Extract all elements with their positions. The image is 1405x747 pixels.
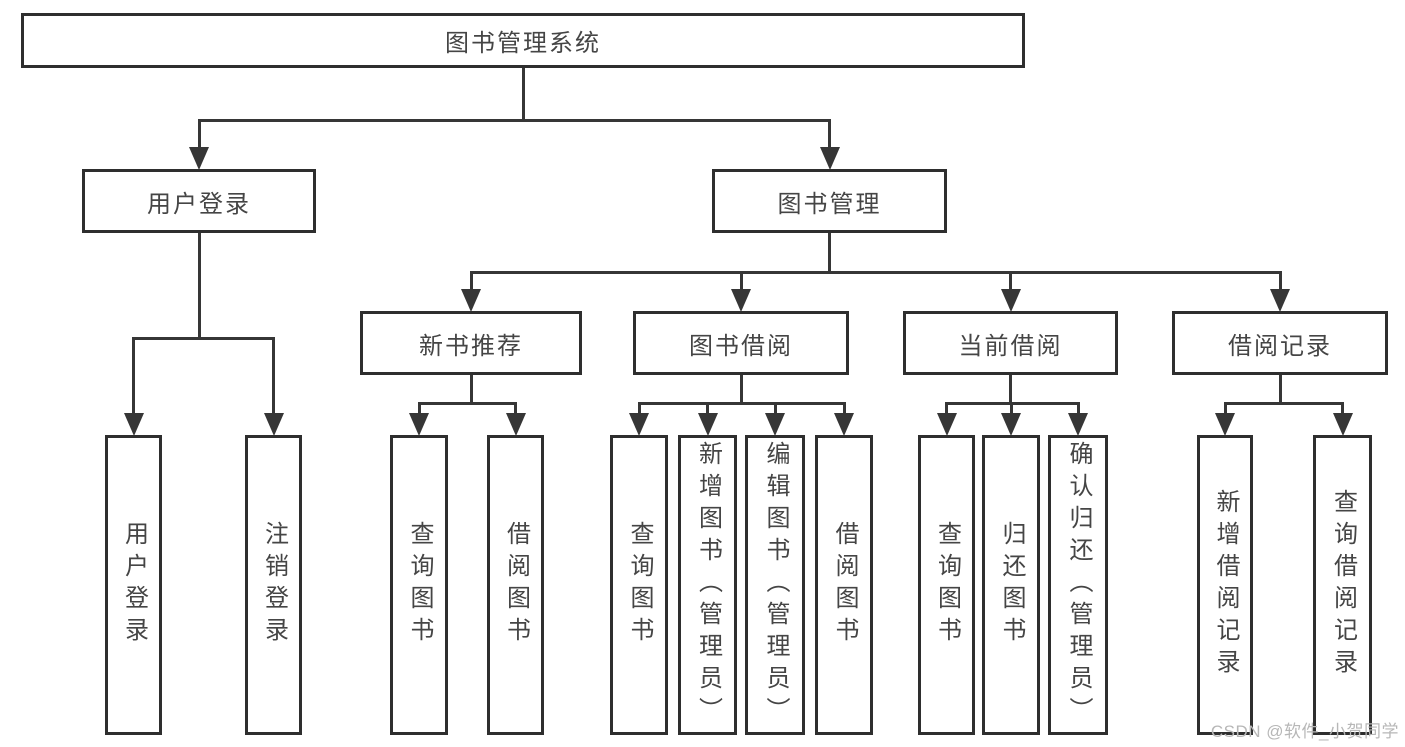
down-arrowhead-leaf-current-query: [936, 413, 957, 436]
node-label-borrowing-records: 借阅记录: [1228, 332, 1332, 360]
node-leaf-current-return: 归还图书: [982, 435, 1040, 735]
node-label-new-book-recommend: 新书推荐: [419, 332, 523, 360]
down-arrowhead-leaf-borrowing-query: [629, 413, 649, 436]
down-arrowhead-new-book-recommend: [461, 289, 481, 312]
node-leaf-recommend-borrow: 借阅图书: [487, 435, 544, 735]
node-label-book-borrowing: 图书借阅: [689, 332, 793, 360]
connector-drop-new-book-recommend: [469, 271, 473, 297]
connector-drop-leaf-borrowing-query: [637, 402, 641, 421]
node-label-leaf-borrowing-add: 新增图书（管理员）: [694, 441, 722, 729]
node-label-leaf-recommend-query: 查询图书: [406, 521, 433, 649]
connector-rail-new-book-recommend: [417, 402, 517, 405]
node-current-borrowing: 当前借阅: [903, 311, 1118, 375]
connector-rail-book-management: [469, 271, 1282, 274]
connector-drop-leaf-current-confirm: [1076, 402, 1080, 421]
node-label-leaf-current-confirm: 确认归还（管理员）: [1065, 441, 1092, 729]
connector-stem-borrowing-records: [1278, 375, 1282, 405]
down-arrowhead-leaf-borrowing-edit: [765, 413, 785, 436]
connector-stem-book-management: [828, 233, 831, 274]
node-book-borrowing: 图书借阅: [633, 311, 849, 375]
node-borrowing-records: 借阅记录: [1172, 311, 1388, 375]
connector-drop-leaf-borrowing-borrow: [842, 402, 846, 421]
connector-drop-leaf-records-add: [1223, 402, 1227, 421]
connector-drop-book-borrowing: [739, 271, 743, 297]
connector-drop-leaf-records-query: [1341, 402, 1344, 421]
down-arrowhead-current-borrowing: [1000, 289, 1021, 312]
connector-stem-book-borrowing: [739, 375, 743, 405]
down-arrowhead-leaf-current-confirm: [1068, 413, 1088, 436]
node-leaf-borrowing-edit: 编辑图书（管理员）: [745, 435, 805, 735]
down-arrowhead-leaf-records-query: [1332, 413, 1353, 436]
connector-rail-user-login: [132, 337, 275, 340]
connector-rail-borrowing-records: [1223, 402, 1344, 405]
connector-stem-current-borrowing: [1009, 375, 1012, 405]
down-arrowhead-leaf-user-login: [123, 413, 144, 436]
node-label-leaf-records-query: 查询借阅记录: [1329, 489, 1357, 681]
down-arrowhead-leaf-logout-login: [263, 413, 284, 436]
node-label-leaf-borrowing-borrow: 借阅图书: [831, 521, 858, 649]
node-leaf-borrowing-borrow: 借阅图书: [815, 435, 873, 735]
connector-drop-leaf-user-login: [132, 337, 135, 421]
connector-drop-leaf-current-return: [1009, 402, 1013, 421]
node-label-leaf-logout-login: 注销登录: [260, 521, 288, 649]
node-user-login: 用户登录: [82, 169, 316, 233]
node-label-book-management: 图书管理: [777, 190, 882, 218]
node-leaf-records-query: 查询借阅记录: [1313, 435, 1372, 735]
node-leaf-logout-login: 注销登录: [245, 435, 302, 735]
node-leaf-borrowing-query: 查询图书: [610, 435, 668, 735]
connector-drop-leaf-recommend-borrow: [514, 402, 517, 421]
node-system: 图书管理系统: [21, 13, 1025, 68]
node-label-leaf-recommend-borrow: 借阅图书: [502, 521, 530, 649]
connector-drop-leaf-borrowing-add: [706, 402, 709, 421]
connector-drop-borrowing-records: [1278, 271, 1282, 297]
down-arrowhead-borrowing-records: [1270, 289, 1290, 312]
node-label-system: 图书管理系统: [445, 30, 601, 57]
node-leaf-borrowing-add: 新增图书（管理员）: [678, 435, 737, 735]
down-arrowhead-book-management: [819, 147, 840, 170]
node-label-leaf-borrowing-query: 查询图书: [626, 521, 653, 649]
node-book-management: 图书管理: [712, 169, 947, 233]
connector-drop-current-borrowing: [1009, 271, 1012, 297]
csdn-watermark: CSDN @软件_小贺同学: [1210, 722, 1399, 741]
down-arrowhead-leaf-borrowing-add: [697, 413, 718, 436]
connector-rail-book-borrowing: [637, 402, 846, 405]
connector-stem-user-login: [197, 233, 201, 340]
connector-stem-new-book-recommend: [469, 375, 473, 405]
node-label-user-login: 用户登录: [147, 190, 251, 218]
node-leaf-user-login: 用户登录: [105, 435, 162, 735]
node-leaf-current-confirm: 确认归还（管理员）: [1048, 435, 1108, 735]
down-arrowhead-book-borrowing: [731, 289, 751, 312]
node-label-leaf-borrowing-edit: 编辑图书（管理员）: [762, 441, 789, 729]
connector-stem-system: [521, 68, 525, 122]
node-label-leaf-user-login: 用户登录: [120, 521, 148, 649]
node-new-book-recommend: 新书推荐: [360, 311, 582, 375]
node-label-leaf-current-return: 归还图书: [998, 521, 1025, 649]
connector-rail-system: [197, 119, 831, 122]
down-arrowhead-leaf-recommend-borrow: [505, 413, 526, 436]
down-arrowhead-leaf-current-return: [1001, 413, 1021, 436]
connector-drop-book-management: [828, 119, 831, 155]
node-label-leaf-current-query: 查询图书: [933, 521, 961, 649]
node-label-leaf-records-add: 新增借阅记录: [1212, 489, 1239, 681]
node-label-current-borrowing: 当前借阅: [958, 332, 1063, 360]
connector-drop-leaf-recommend-query: [417, 402, 421, 421]
down-arrowhead-leaf-recommend-query: [409, 413, 429, 436]
connector-drop-leaf-current-query: [945, 402, 948, 421]
node-leaf-current-query: 查询图书: [918, 435, 975, 735]
down-arrowhead-user-login: [189, 147, 209, 170]
connector-drop-leaf-logout-login: [272, 337, 275, 421]
down-arrowhead-leaf-records-add: [1215, 413, 1235, 436]
node-leaf-recommend-query: 查询图书: [390, 435, 448, 735]
connector-drop-leaf-borrowing-edit: [773, 402, 777, 421]
connector-drop-user-login: [197, 119, 201, 155]
down-arrowhead-leaf-borrowing-borrow: [834, 413, 854, 436]
node-leaf-records-add: 新增借阅记录: [1197, 435, 1253, 735]
